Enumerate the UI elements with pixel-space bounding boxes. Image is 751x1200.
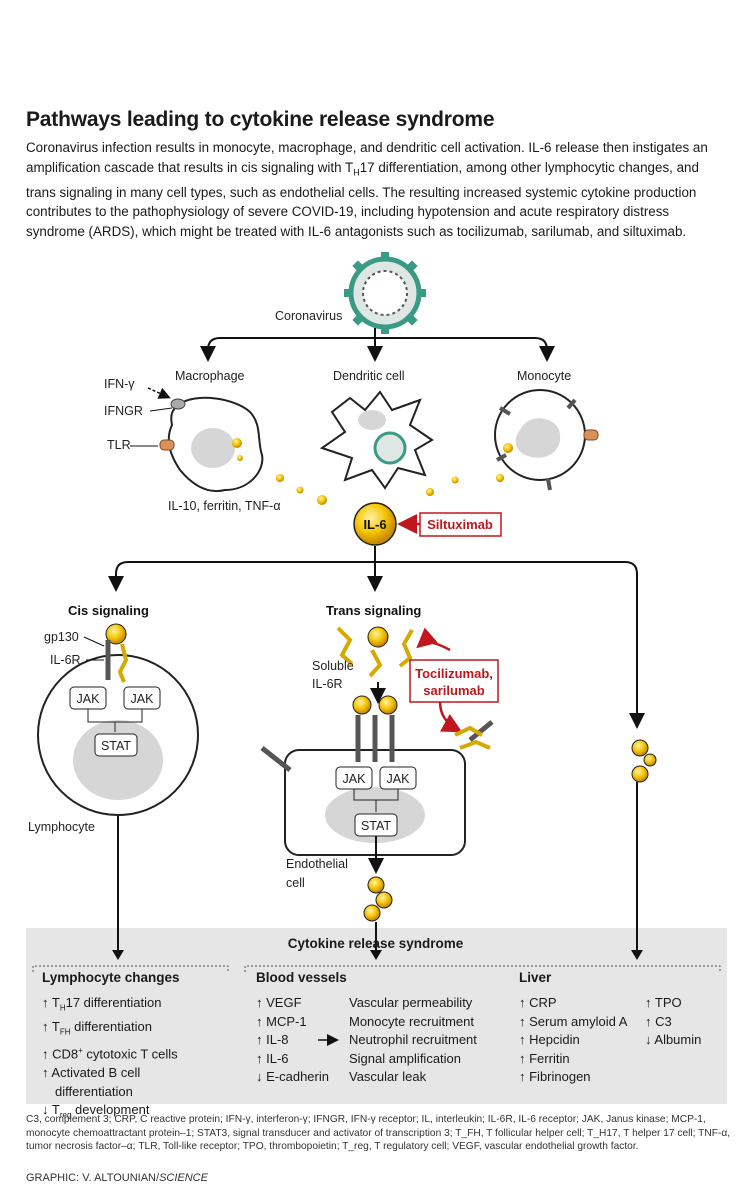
macrophage-label: Macrophage	[175, 369, 245, 383]
soluble-il6r-label: IL-6R	[312, 677, 343, 691]
trans-jak-left: JAK	[335, 766, 373, 790]
tocilizumab-box	[409, 659, 499, 703]
trans-signaling-label: Trans signaling	[326, 603, 421, 618]
intro-text: Coronavirus infection results in monocyt…	[26, 140, 708, 240]
liver-list-2: ↑ TPO↑ C3↓ Albumin	[645, 995, 702, 1047]
internalized-virus-icon	[373, 431, 407, 465]
cis-jak-right: JAK	[123, 686, 161, 710]
svg-text:STAT: STAT	[101, 739, 131, 753]
il6-icon	[353, 502, 397, 546]
ifn-gamma-label: IFN-γ	[104, 377, 135, 391]
tlr-label: TLR	[107, 438, 131, 452]
blood-vessels-heading: Blood vessels	[256, 970, 347, 985]
cytokines-label: IL-10, ferritin, TNF-α	[168, 499, 281, 513]
ifn-gamma-arrow	[147, 387, 171, 399]
macrophage-cell	[167, 396, 264, 493]
systemic-il6	[631, 739, 657, 783]
svg-text:JAK: JAK	[343, 772, 367, 786]
svg-text:JAK: JAK	[131, 692, 155, 706]
monocyte-tlr-icon	[583, 429, 599, 441]
tlr-receptor-icon	[130, 439, 175, 451]
tocilizumab-label: Tocilizumab,	[415, 666, 493, 681]
soluble-label: Soluble	[312, 659, 354, 673]
branch-arrows	[108, 546, 645, 729]
blood-vessels-markers: ↑ VEGF↑ MCP-1↑ IL-8↑ IL-6↓ E-cadherin	[256, 995, 329, 1084]
crs-title: Cytokine release syndrome	[287, 936, 464, 951]
trans-output-il6	[363, 876, 393, 922]
cis-jak-left: JAK	[69, 686, 107, 710]
coronavirus-icon	[344, 252, 426, 334]
released-cytokines	[276, 474, 504, 505]
siltuximab-box	[419, 512, 502, 537]
lymphocyte-label: Lymphocyte	[28, 820, 95, 834]
dendritic-cell-label: Dendritic cell	[333, 369, 405, 383]
page-title: Pathways leading to cytokine release syn…	[26, 108, 495, 131]
svg-text:JAK: JAK	[77, 692, 101, 706]
liver-list-1: ↑ CRP↑ Serum amyloid A↑ Hepcidin↑ Ferrit…	[519, 995, 628, 1084]
cis-signaling-label: Cis signaling	[68, 603, 149, 618]
endothelial-cell-label: cell	[286, 876, 305, 890]
endothelial-label: Endothelial	[286, 857, 348, 871]
svg-text:STAT: STAT	[361, 819, 391, 833]
sarilumab-label: sarilumab	[423, 683, 484, 698]
coronavirus-label: Coronavirus	[275, 309, 342, 323]
gp130-label: gp130	[44, 630, 79, 644]
monocyte-label: Monocyte	[517, 369, 571, 383]
trans-jak-right: JAK	[379, 766, 417, 790]
dendritic-cell	[319, 390, 434, 490]
ifngr-receptor-icon	[149, 398, 186, 412]
lymphocyte-changes-list: ↑ TH17 differentiation ↑ TFH differentia…	[42, 995, 178, 1120]
liver-heading: Liver	[519, 970, 552, 985]
credit: GRAPHIC: V. ALTOUNIAN/SCIENCE	[26, 1172, 208, 1184]
pathway-diagram: Coronavirus Macrophage Dendritic cell Mo…	[28, 252, 657, 930]
tocilizumab-arrow-bottom	[438, 701, 463, 733]
svg-text:JAK: JAK	[387, 772, 411, 786]
tocilizumab-arrow-top	[416, 627, 451, 652]
soluble-il6r-group	[336, 626, 414, 678]
monocyte-cell	[494, 389, 599, 491]
trans-stat: STAT	[354, 813, 398, 837]
siltuximab-label: Siltuximab	[427, 517, 493, 532]
lymphocyte-changes-heading: Lymphocyte changes	[42, 970, 180, 985]
infection-arrows	[200, 328, 555, 362]
il6r-label: IL-6R	[50, 653, 81, 667]
ifngr-label: IFNGR	[104, 404, 143, 418]
il6-label: IL-6	[363, 517, 386, 532]
footnote: C3, complement 3; CRP, C reactive protei…	[26, 1114, 731, 1153]
cis-stat: STAT	[94, 733, 138, 757]
